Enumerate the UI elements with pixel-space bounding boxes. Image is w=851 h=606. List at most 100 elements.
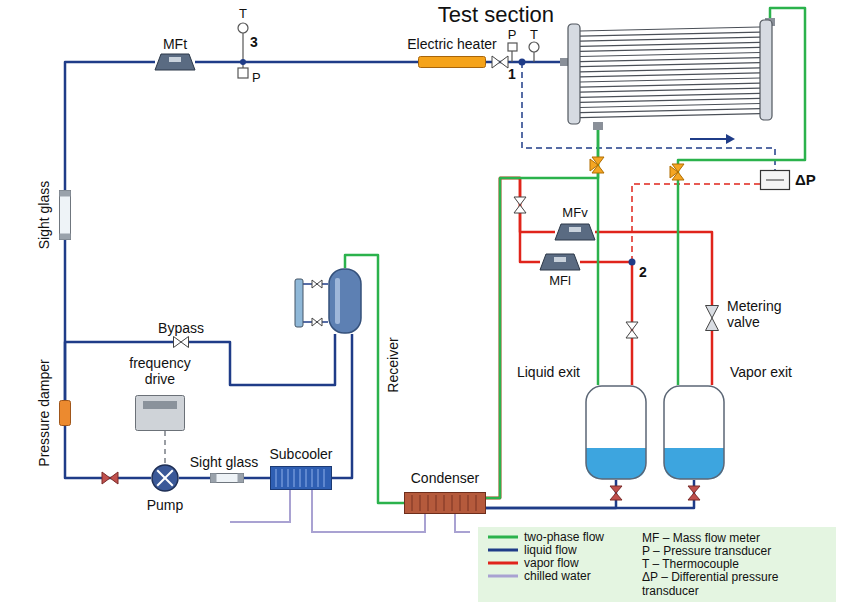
component-label: Electric heater: [407, 36, 496, 52]
sensor-letter: T: [239, 6, 247, 21]
component-label: Vapor exit: [730, 364, 792, 380]
subcooler-shape: [270, 466, 332, 490]
valve-symbol: [110, 472, 118, 484]
metering-valve-shape: [706, 318, 719, 331]
subcooler-shape: [318, 469, 319, 487]
flow-line: [486, 130, 598, 498]
valve-symbol: [514, 197, 526, 205]
flow-line: [486, 178, 555, 498]
pressure-symbol: [508, 43, 517, 51]
legend-swatch: [488, 549, 518, 552]
test-section-shape: [580, 114, 760, 118]
frequency-drive: frequency drive: [135, 395, 185, 431]
separator-tank: Vapor exit: [663, 385, 725, 480]
pressure-symbol: [511, 51, 512, 62]
mass-flow-meter-shape: [555, 224, 595, 240]
test-section-shape: [580, 37, 760, 41]
subcooler-shape: [312, 469, 313, 487]
test-section-shape: [580, 27, 760, 31]
thermocouple-symbol: [533, 52, 534, 62]
thermocouple-symbol: [242, 33, 243, 62]
condenser-shape: [460, 495, 461, 511]
test-section-shape: [580, 93, 760, 97]
dp-transducer: ΔP: [760, 170, 790, 190]
component-label: Condenser: [411, 470, 480, 486]
mass-flow-meter-shape: [540, 254, 580, 270]
frequency-drive-shape: [136, 396, 185, 431]
electric-heater: Electric heater: [418, 56, 486, 68]
component-label: Sight glass: [36, 181, 52, 249]
test-section-shape: [580, 109, 760, 113]
condenser-shape: [452, 495, 453, 511]
station-number: 1: [508, 66, 516, 82]
metering-valve-shape: [705, 305, 719, 331]
condenser-shape: [468, 495, 469, 511]
sight-glass: Sight glass: [210, 473, 244, 483]
sight-glass-shape: [59, 190, 71, 240]
receiver-tank-shape: [335, 278, 340, 324]
flow-line: [65, 426, 151, 478]
test-section-shape: [580, 68, 760, 72]
flow-line: [486, 480, 694, 508]
three-way-valve: [670, 164, 684, 180]
bypass-valve-shape: [181, 337, 189, 348]
legend-swatch: [488, 536, 518, 539]
test-section-shape: [580, 98, 760, 102]
subcooler-shape: [300, 469, 301, 487]
valve-symbol: [610, 486, 622, 500]
pump-shape: [152, 465, 178, 491]
test-section: Test section: [560, 18, 785, 130]
meter-label: MFt: [163, 36, 187, 52]
test-section-shape: [580, 83, 760, 87]
legend-text: liquid flow: [524, 543, 577, 557]
pump: Pump: [151, 464, 179, 492]
pressure-symbol: [238, 68, 248, 78]
component-label: Sight glass: [190, 454, 258, 470]
electric-heater-shape: [418, 56, 486, 68]
condenser-shape: [436, 495, 437, 511]
sight-glass-shape: [60, 191, 71, 197]
pressure-damper: Pressure damper: [59, 400, 71, 426]
flow-line: [486, 178, 540, 498]
pump-shape: [157, 470, 173, 486]
pressure-damper-shape: [60, 401, 71, 426]
component-label: Bypass: [158, 320, 204, 336]
three-way-valve: [590, 159, 598, 171]
flow-line: [595, 232, 712, 305]
thermocouple-symbol: [238, 23, 248, 33]
flow-line: [189, 334, 335, 385]
junction-dot: [240, 59, 246, 65]
flow-line: [244, 477, 270, 480]
receiver-tank: Receiver: [328, 268, 362, 334]
mass-flow-meter-shape: [155, 54, 195, 70]
valve-symbol: [610, 493, 622, 500]
test-section-shape: [580, 47, 760, 51]
mass-flow-meter-shape: [555, 224, 595, 240]
legend-abbreviation: ΔP – Differential pressure transducer: [642, 570, 830, 598]
pump-shape: [151, 464, 179, 492]
test-section-shape: [580, 73, 760, 77]
flow-line: [65, 62, 155, 190]
condenser-shape: [405, 493, 486, 514]
sight-glass-shape: [210, 473, 244, 483]
receiver-tank-shape: [328, 268, 362, 334]
test-section-shape: [580, 104, 760, 108]
bypass-valve-shape: [174, 337, 182, 348]
pressure-tap-line: [632, 184, 760, 262]
chilled-water-line: [455, 514, 470, 532]
mass-flow-meter-shape: [540, 254, 580, 270]
station-number: 3: [250, 34, 258, 50]
mass-flow-meter: MFl: [540, 254, 580, 270]
sensor-letter: T: [530, 27, 538, 42]
legend-abbreviation: MF – Mass flow meter: [642, 531, 760, 545]
component-label: Receiver: [385, 337, 401, 392]
test-section-shape: [593, 122, 603, 130]
subcooler-shape: [271, 467, 332, 490]
flow-arrow: [726, 134, 735, 144]
test-section-shape: [560, 18, 785, 130]
thermocouple-symbol: [529, 42, 539, 52]
legend-text: chilled water: [524, 569, 591, 583]
